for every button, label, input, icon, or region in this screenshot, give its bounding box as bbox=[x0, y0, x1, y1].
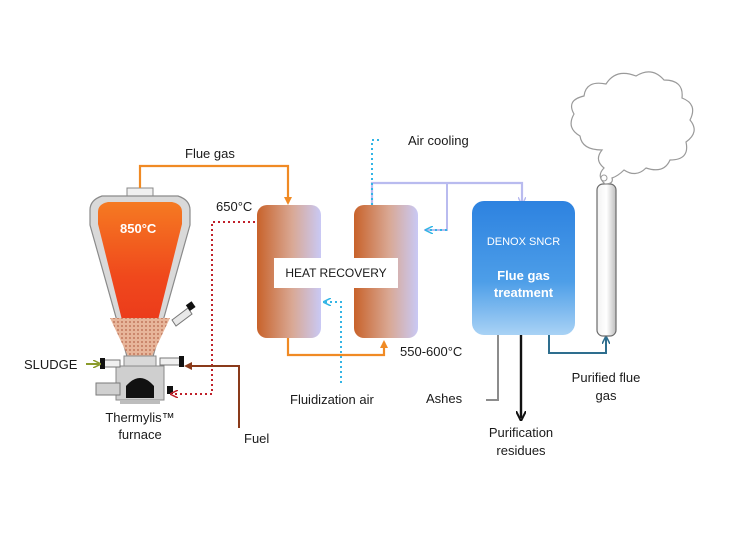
fluidization-air-label: Fluidization air bbox=[290, 392, 374, 407]
smoke-puff bbox=[600, 174, 608, 182]
exchanger-connection-line bbox=[286, 338, 388, 357]
flue-gas-label: Flue gas bbox=[185, 146, 235, 161]
fluidization-air-line bbox=[325, 302, 342, 383]
air-cooling-label: Air cooling bbox=[408, 133, 469, 148]
side-nozzle bbox=[171, 307, 193, 327]
denox-label: DENOX SNCR bbox=[486, 236, 561, 248]
flue-gas-treatment-label: Flue gas treatment bbox=[493, 268, 554, 300]
chimney bbox=[596, 183, 617, 337]
air-return-duct bbox=[424, 183, 448, 231]
furnace bbox=[89, 187, 196, 404]
furnace-flame bbox=[98, 202, 182, 352]
outlet-temperature-label: 650°C bbox=[216, 199, 253, 214]
furnace-temperature-label: 850°C bbox=[120, 221, 157, 236]
ashes-label: Ashes bbox=[426, 391, 463, 406]
hot-air-return-line bbox=[172, 221, 255, 394]
flue-gas-treatment-box bbox=[472, 201, 575, 335]
sludge-label: SLUDGE bbox=[24, 357, 78, 372]
air-cooling-dotted-line bbox=[371, 139, 382, 205]
fuel-line bbox=[184, 362, 240, 428]
purified-gas-line bbox=[548, 335, 606, 354]
furnace-bed bbox=[110, 318, 170, 356]
ashes-line bbox=[486, 335, 499, 401]
heat-recovery-label: HEAT RECOVERY bbox=[274, 258, 398, 288]
purified-flue-gas-label: Purified flue gas bbox=[571, 370, 641, 403]
furnace-burner bbox=[126, 378, 154, 398]
purification-residues-label: Purification residues bbox=[488, 425, 554, 458]
furnace-name-label: Thermylis™ furnace bbox=[105, 410, 175, 442]
return-temperature-label: 550-600°C bbox=[400, 344, 463, 359]
air-inlet-pipe bbox=[95, 382, 121, 396]
fuel-label: Fuel bbox=[244, 431, 270, 446]
smoke-cloud bbox=[570, 71, 695, 185]
flue-gas-line bbox=[138, 164, 292, 205]
